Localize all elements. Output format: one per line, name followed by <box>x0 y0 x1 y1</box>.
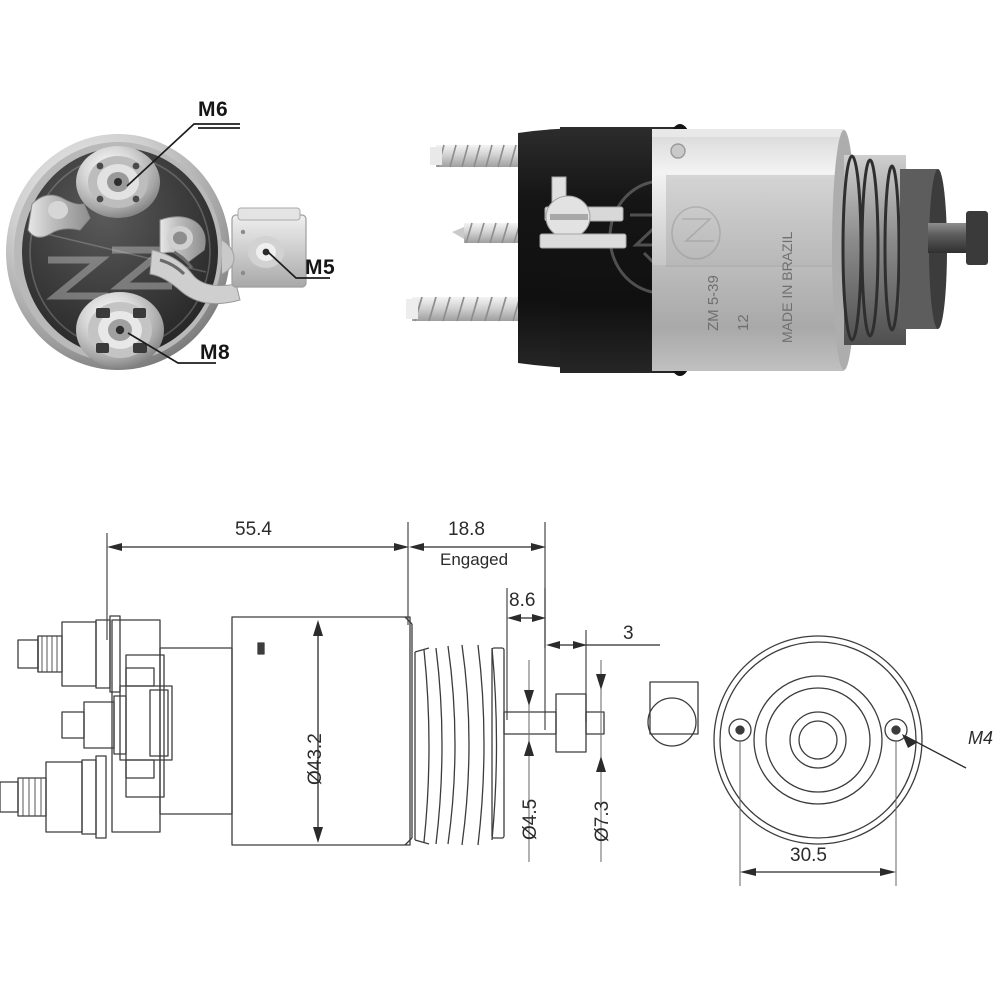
callout-label-m5: M5 <box>305 256 336 279</box>
callout-label-m6: M6 <box>198 98 229 121</box>
svg-text:12: 12 <box>735 314 752 331</box>
dimension-length-body: 55.4 <box>235 519 272 540</box>
dimension-collar-width: 3 <box>623 623 634 644</box>
dimension-hole-spacing: 30.5 <box>790 845 827 866</box>
front-terminal-face-photo <box>0 100 340 400</box>
dimension-stroke: 18.8 <box>448 519 485 540</box>
dimension-shaft-diameter: Ø4.5 <box>520 798 541 840</box>
svg-text:ZM 5-39: ZM 5-39 <box>705 275 722 331</box>
dimension-collar-diameter: Ø7.3 <box>592 800 613 842</box>
callout-label-m8: M8 <box>200 341 231 364</box>
note-engaged: Engaged <box>440 550 509 569</box>
dimension-body-diameter: Ø43.2 <box>305 733 326 785</box>
svg-text:MADE IN BRAZIL: MADE IN BRAZIL <box>779 232 795 343</box>
callout-label-m4: M4 <box>968 728 994 748</box>
dimension-plunger-offset: 8.6 <box>509 590 536 611</box>
side-profile-photo: ZM 5-39 12 MADE IN BRAZIL <box>400 115 1000 390</box>
